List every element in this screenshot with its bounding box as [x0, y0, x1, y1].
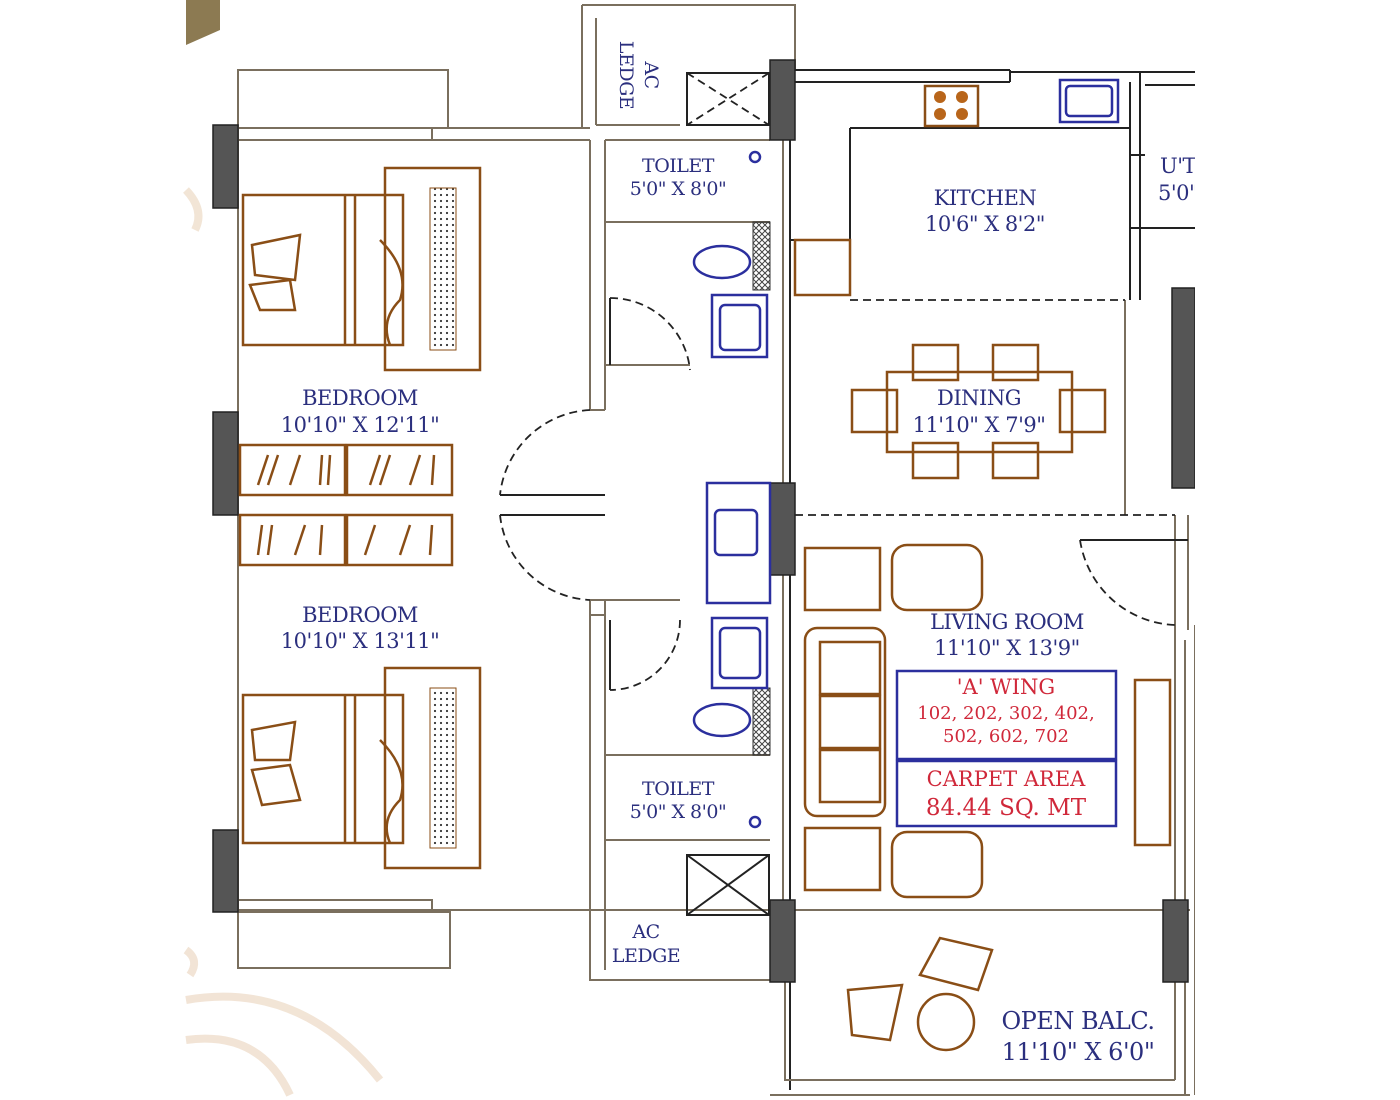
- dining-name: DINING: [937, 386, 1021, 410]
- ac-ledge-bottom-line2: LEDGE: [612, 945, 680, 967]
- bedroom2-name: BEDROOM: [302, 603, 418, 627]
- living-furniture: [803, 543, 1172, 899]
- bedroom2-size: 10'10" X 13'11": [281, 629, 440, 653]
- gold-corner-decoration: [186, 0, 220, 45]
- windows: [212, 59, 1195, 983]
- carpet-area-value: 84.44 SQ. MT: [926, 795, 1087, 821]
- toilet2-name: TOILET: [642, 778, 715, 800]
- toilet2-size: 5'0" X 8'0": [630, 801, 726, 823]
- carpet-area-label: CARPET AREA: [927, 767, 1086, 791]
- ac-ledge-bottom-line1: AC: [631, 921, 659, 943]
- balcony-name: OPEN BALC.: [1001, 1007, 1154, 1035]
- toilet-top-fixtures: [692, 150, 771, 359]
- ac-ledge-units: [686, 72, 770, 916]
- bed-top: [241, 166, 482, 372]
- kitchen-size: 10'6" X 8'2": [925, 212, 1045, 236]
- utility-size: 5'0": [1158, 181, 1198, 205]
- ac-ledge-top-line2: LEDGE: [615, 41, 637, 109]
- kitchen-name: KITCHEN: [934, 186, 1037, 210]
- flat-numbers-line2: 502, 602, 702: [943, 726, 1069, 747]
- leaf-decoration: [183, 187, 384, 1097]
- bedroom1-name: BEDROOM: [302, 386, 418, 410]
- unit-info-box: 'A' WING 102, 202, 302, 402, 502, 602, 7…: [895, 669, 1118, 828]
- wardrobes: [238, 443, 454, 567]
- living-size: 11'10" X 13'9": [934, 636, 1080, 660]
- room-labels: BEDROOM 10'10" X 12'11" BEDROOM 10'10" X…: [281, 41, 1198, 1066]
- doors: [499, 297, 1188, 691]
- utility-name: U'T: [1160, 154, 1196, 178]
- ac-ledge-top-line1: AC: [640, 60, 662, 88]
- toilet-bottom-fixtures: [692, 481, 772, 829]
- toilet1-size: 5'0" X 8'0": [630, 178, 726, 200]
- dining-table: [850, 343, 1107, 480]
- bed-bottom: [241, 666, 482, 870]
- toilet1-name: TOILET: [642, 155, 715, 177]
- wing-label: 'A' WING: [957, 675, 1055, 699]
- bedroom1-size: 10'10" X 12'11": [281, 413, 440, 437]
- kitchen-fixtures: [793, 78, 1120, 297]
- dining-size: 11'10" X 7'9": [913, 413, 1046, 437]
- walls: [237, 4, 1195, 1096]
- flat-numbers-line1: 102, 202, 302, 402,: [917, 703, 1094, 724]
- balcony-size: 11'10" X 6'0": [1002, 1038, 1155, 1066]
- living-name: LIVING ROOM: [930, 610, 1084, 634]
- balcony-furniture: [846, 936, 994, 1052]
